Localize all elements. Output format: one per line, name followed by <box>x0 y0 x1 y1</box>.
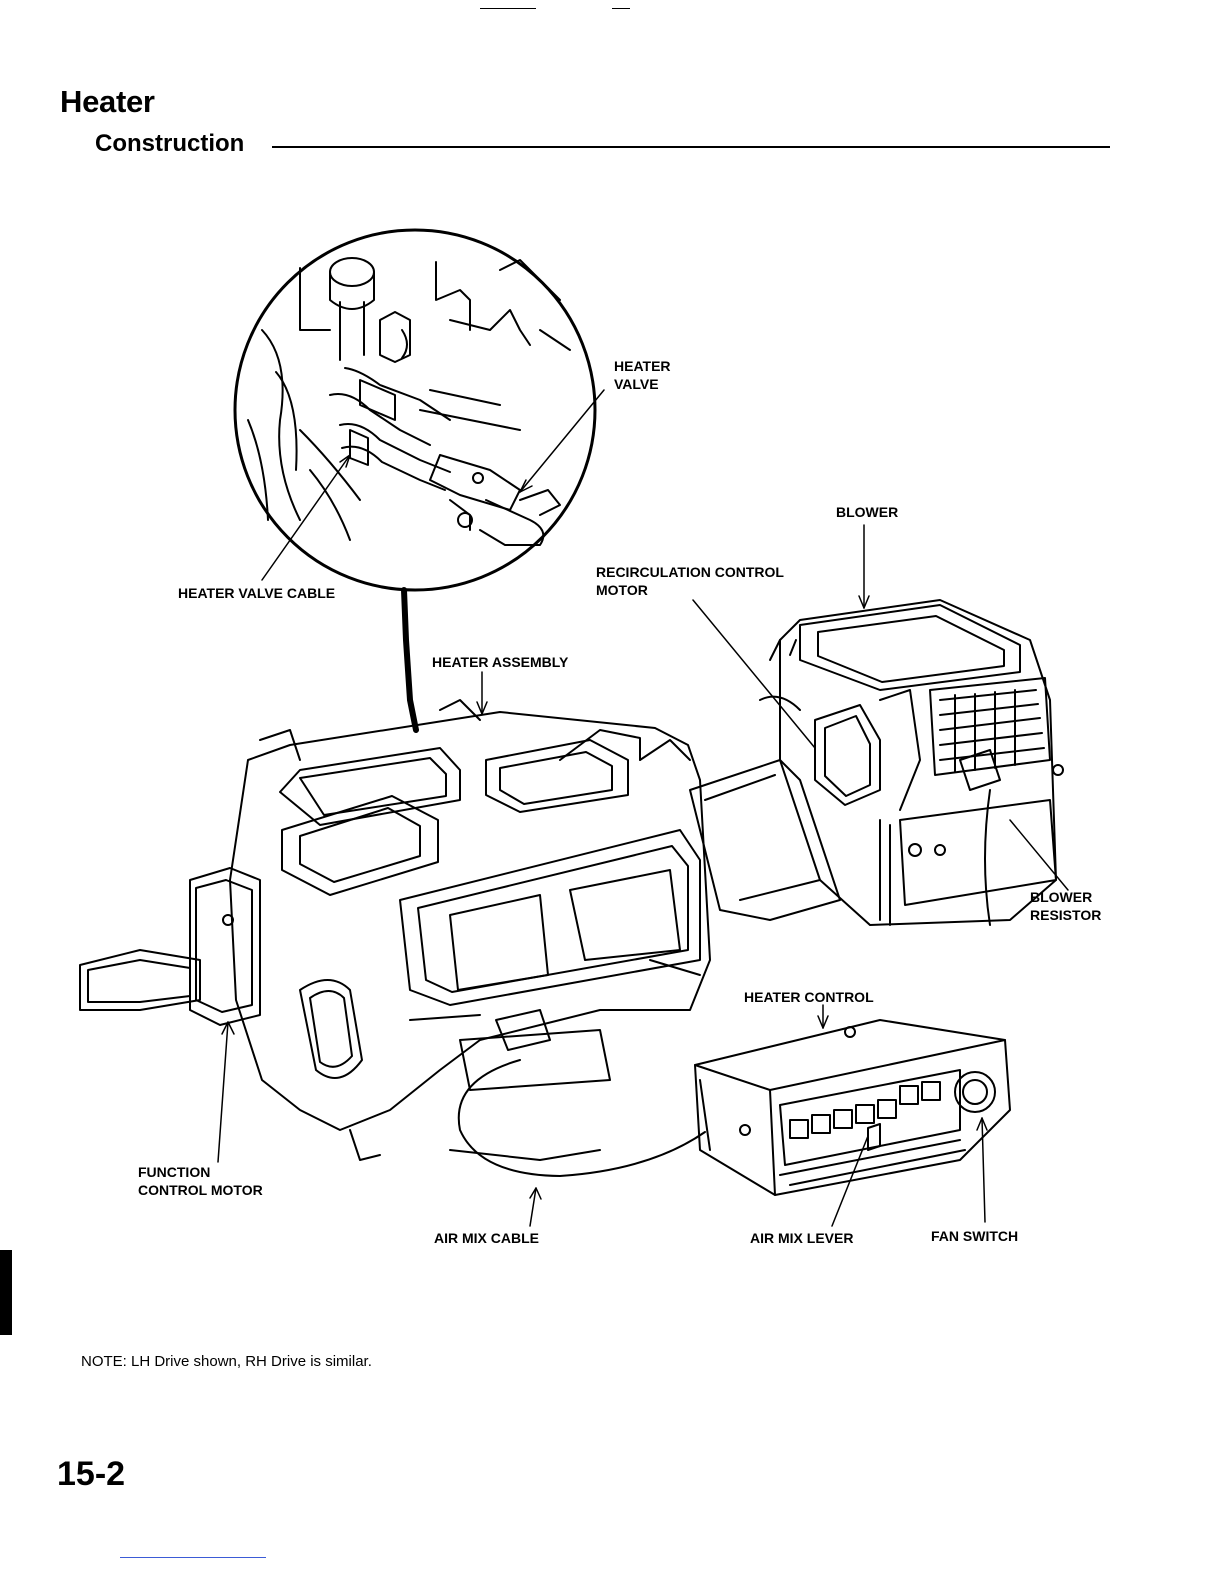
callout-air-mix-lever: AIR MIX LEVER <box>750 1230 853 1246</box>
callout-function-control-motor: FUNCTION CONTROL MOTOR <box>138 1164 263 1198</box>
heater-assembly <box>230 700 710 1160</box>
bottom-edge-line <box>120 1557 266 1558</box>
air-mix-cable <box>459 1060 705 1176</box>
inset-connector <box>404 590 416 730</box>
duct <box>690 760 840 920</box>
callout-air-mix-cable: AIR MIX CABLE <box>434 1230 539 1246</box>
callout-blower-resistor: BLOWER RESISTOR <box>1030 889 1101 923</box>
callout-recirculation-control-motor: RECIRCULATION CONTROL MOTOR <box>596 564 788 598</box>
section-tab-marker <box>0 1250 12 1335</box>
callout-heater-valve: HEATER VALVE <box>614 358 674 392</box>
callout-fan-switch: FAN SWITCH <box>931 1228 1018 1244</box>
callout-blower: BLOWER <box>836 504 898 520</box>
callout-heater-assembly: HEATER ASSEMBLY <box>432 654 569 670</box>
blower-unit <box>760 600 1063 925</box>
heater-valve-detail-inset <box>235 230 595 590</box>
drive-note: NOTE: LH Drive shown, RH Drive is simila… <box>81 1353 372 1370</box>
heater-control-unit <box>695 1020 1010 1195</box>
callout-heater-valve-cable: HEATER VALVE CABLE <box>178 585 335 601</box>
callout-heater-control: HEATER CONTROL <box>744 989 874 1005</box>
page-number: 15-2 <box>57 1455 125 1494</box>
